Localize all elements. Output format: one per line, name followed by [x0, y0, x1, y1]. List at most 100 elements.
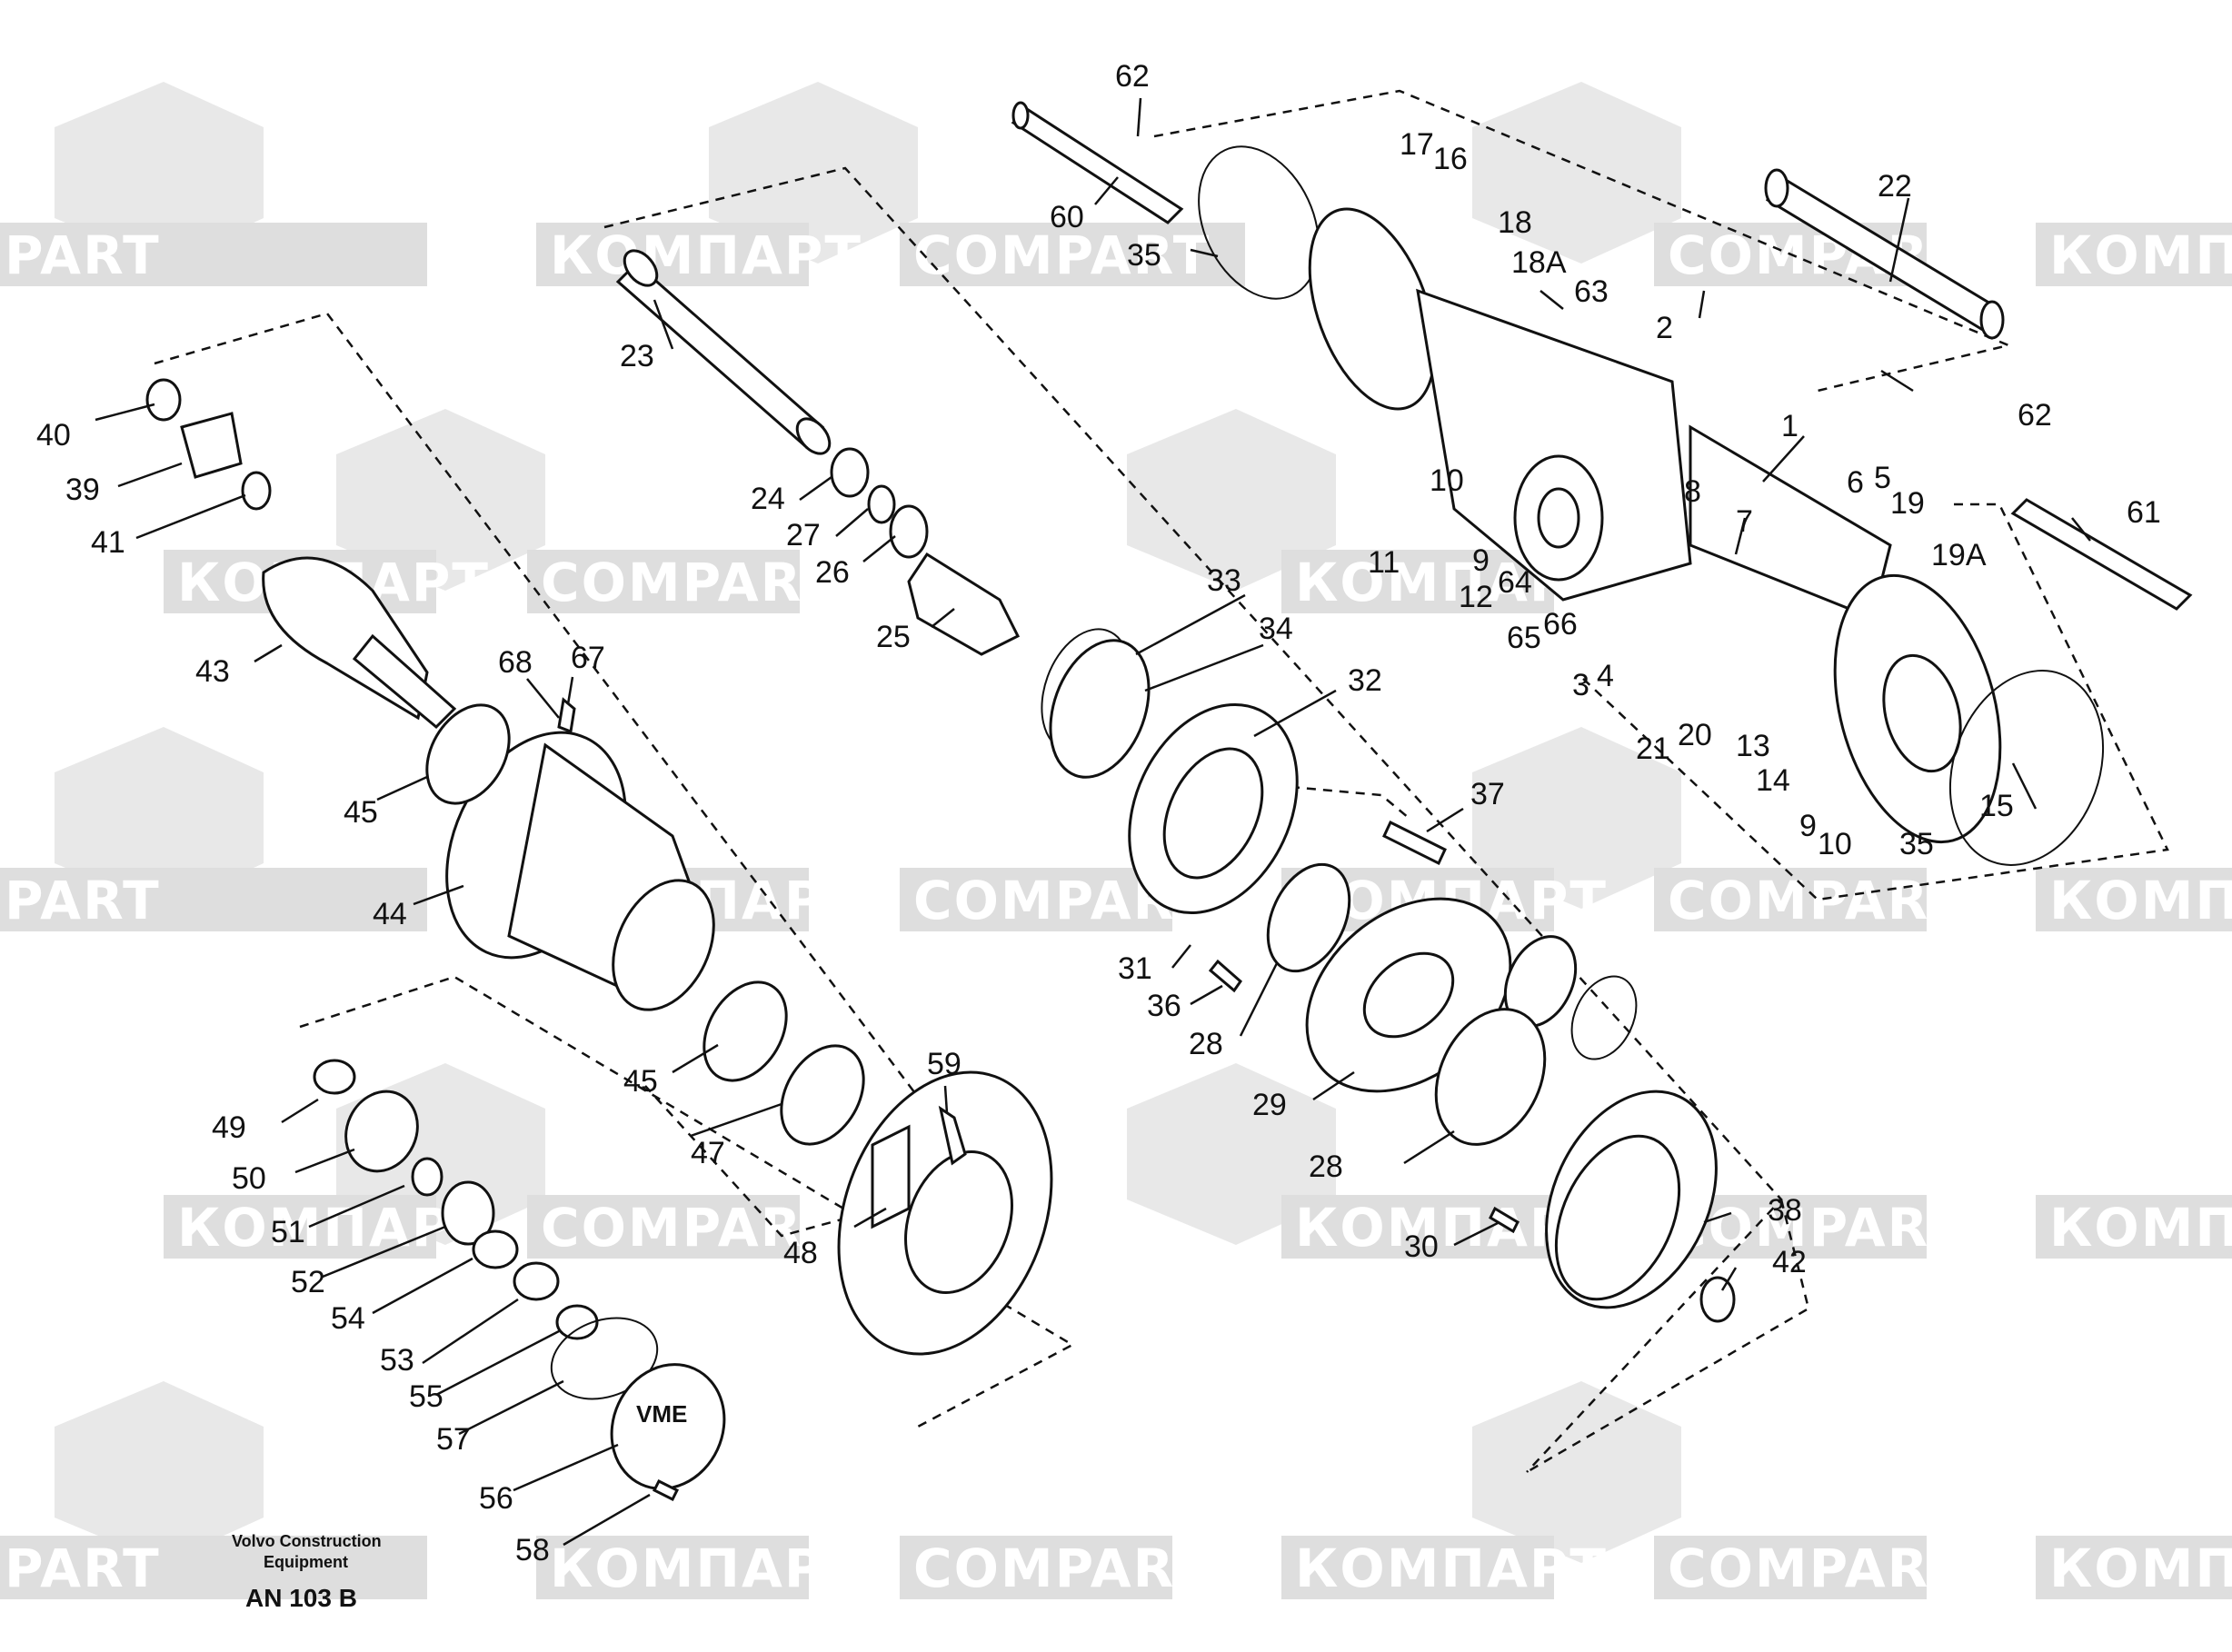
callout-49: 49 [212, 1110, 246, 1145]
watermark-text: КОМПАРТ [1295, 1538, 1608, 1599]
callout-62-left: 62 [1115, 59, 1150, 94]
callout-21: 21 [1636, 731, 1670, 766]
callout-29: 29 [1252, 1088, 1287, 1122]
callout-3: 3 [1572, 668, 1589, 702]
callout-44: 44 [373, 897, 407, 931]
part-shapes: VME [145, 101, 2193, 1502]
callout-25: 25 [876, 620, 911, 654]
watermark-text: COMPART [913, 224, 1211, 286]
callout-38: 38 [1768, 1193, 1802, 1228]
axle-housing-part [1308, 207, 2002, 844]
watermark-text: COMPART [1668, 1538, 1965, 1599]
bolt-58-part [652, 1478, 680, 1502]
callout-39: 39 [65, 473, 100, 507]
callout-56: 56 [479, 1481, 513, 1516]
callout-8: 8 [1684, 474, 1701, 509]
watermark-layer: PART КОМПАРТ COMPART COMPART КОМПА КОМПА… [0, 82, 2232, 1599]
callout-45-upper: 45 [344, 795, 378, 830]
washer-51-part [411, 1157, 443, 1197]
callout-48: 48 [783, 1236, 818, 1270]
footer-brand-line1: Volvo Construction [232, 1532, 382, 1550]
callout-33: 33 [1207, 563, 1241, 598]
leader-lines [95, 97, 2091, 1547]
callout-22: 22 [1878, 169, 1912, 204]
watermark-text: КОМПАРТ [550, 224, 862, 286]
ring-26-part [889, 504, 929, 559]
snap-ring-part [1570, 975, 1638, 1060]
callout-45-lower: 45 [623, 1064, 658, 1099]
watermark-logo: КОМПА [2036, 1195, 2232, 1259]
watermark-text: КОМПА [2049, 1197, 2232, 1259]
callout-30: 30 [1404, 1229, 1439, 1264]
callout-63: 63 [1574, 274, 1609, 309]
callout-64: 64 [1498, 565, 1532, 600]
footer-diagram-code: AN 103 B [245, 1584, 357, 1612]
callout-59: 59 [927, 1047, 962, 1081]
callout-2: 2 [1656, 311, 1673, 345]
callout-55: 55 [409, 1379, 443, 1414]
callout-10-lower: 10 [1818, 827, 1852, 861]
hub-50-part [344, 1090, 419, 1173]
hub-48-part [837, 1070, 1053, 1356]
watermark-logo: КОМПАРТ [1127, 1063, 1606, 1259]
callout-10-upper: 10 [1430, 463, 1464, 498]
callout-27: 27 [786, 518, 821, 552]
oring-57-part [550, 1317, 659, 1400]
callout-42: 42 [1772, 1245, 1807, 1279]
callout-1: 1 [1781, 409, 1799, 443]
callout-40: 40 [36, 418, 71, 453]
watermark-logo: PART [0, 1381, 427, 1599]
callout-14: 14 [1756, 763, 1790, 798]
watermark-logo: COMPART [1654, 1536, 1965, 1599]
watermark-logo: PART [0, 727, 427, 931]
watermark-text: COMPART [541, 552, 838, 613]
outline-hub-cap [299, 975, 1075, 1428]
bolt-59-part [938, 1105, 967, 1166]
callout-32: 32 [1348, 663, 1382, 698]
washer-49-part [313, 1059, 356, 1095]
callout-68: 68 [498, 645, 533, 680]
callout-18a: 18A [1511, 245, 1567, 280]
bushing-42-part [1699, 1276, 1736, 1323]
callout-28-lower: 28 [1309, 1149, 1343, 1184]
washer-24-part [830, 447, 870, 498]
watermark-text: КОМПА [2049, 1538, 2232, 1599]
callout-23: 23 [620, 339, 654, 373]
callout-4: 4 [1597, 659, 1614, 693]
nut-52-part [441, 1180, 495, 1246]
joint-43-part [262, 556, 457, 730]
callout-16: 16 [1433, 142, 1468, 176]
callout-53: 53 [380, 1343, 414, 1378]
callout-50: 50 [232, 1161, 266, 1196]
callout-51: 51 [271, 1215, 305, 1249]
outline-brake [1526, 1199, 1810, 1474]
callout-60: 60 [1050, 200, 1084, 234]
washer-55-part [555, 1304, 599, 1340]
watermark-text: COMPART [1668, 870, 1965, 931]
shaft-22-part [1764, 168, 2005, 340]
piston-32-part [1128, 702, 1299, 915]
watermark-text: КОМПА [2049, 224, 2232, 286]
callout-43: 43 [195, 654, 230, 689]
callout-12: 12 [1459, 580, 1493, 614]
watermark-logo: КОМПАРТ [536, 1536, 861, 1599]
ring-34-part [1049, 639, 1151, 779]
watermark-text: КОМПАРТ [177, 1197, 490, 1259]
callout-61: 61 [2127, 495, 2161, 530]
callout-47: 47 [691, 1136, 725, 1170]
lock-54-part [472, 1229, 519, 1269]
callout-19: 19 [1890, 486, 1925, 521]
pin-61-part [2010, 498, 2193, 611]
callout-26: 26 [815, 555, 850, 590]
callout-5: 5 [1874, 461, 1891, 495]
callout-13: 13 [1736, 729, 1770, 763]
watermark-text: COMPART [1668, 1197, 1965, 1259]
watermark-text: PART [5, 1538, 161, 1599]
callout-57: 57 [436, 1422, 471, 1457]
callout-18: 18 [1498, 205, 1532, 240]
callout-19a: 19A [1931, 538, 1987, 572]
outline-right-hub [1580, 503, 2169, 901]
bearing-45-upper-part [425, 703, 511, 805]
watermark-text: COMPART [913, 1538, 1211, 1599]
